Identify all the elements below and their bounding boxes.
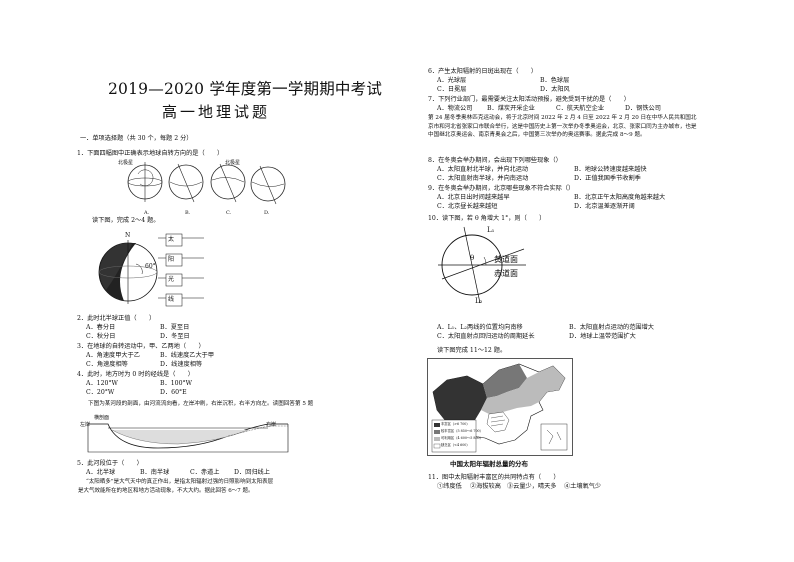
note-text-2: 是大气效能所在的地区和地方活动现象，不大大约。据此回答 6～7 题。 — [78, 488, 254, 494]
q8-option-a: A．太阳直射北半球，并向北运动 — [437, 166, 529, 173]
ray-label-yang: 阳 — [168, 256, 175, 263]
q7-option-b: B．煤炭开采企业 — [487, 105, 535, 112]
map-caption: 中国太阳年辐射总量的分布 — [450, 460, 528, 468]
label-a: A. — [144, 210, 150, 216]
q9-option-d: D．北京温差逐渐开阔 — [574, 203, 635, 210]
left-bank-label: 左岸 — [80, 422, 91, 428]
q3-option-d: D．线速度相等 — [160, 361, 203, 368]
winter-olympics-passage: 第 24 届冬季奥林匹克运动会，将于北京时间 2022 年 2 月 4 日至 2… — [428, 115, 697, 139]
label-north-star-left: 北极星 — [118, 160, 134, 166]
q2-option-c: C．秋分日 — [86, 333, 116, 340]
label-l2: L₂ — [475, 297, 483, 305]
ray-label-tai: 太 — [168, 236, 175, 243]
label-d: D. — [264, 210, 270, 216]
river-cross-section — [87, 423, 289, 453]
page-subtitle: 高一地理试题 — [162, 103, 271, 121]
legend-poor: 缺乏区（<4 600） — [441, 443, 470, 447]
q5-option-b: B．南半球 — [140, 469, 170, 476]
q2-option-d: D．冬至日 — [160, 333, 190, 340]
legend-fairly-rich: 较丰富区（5 850～6 700） — [441, 429, 483, 433]
q9-option-b: B．北京正午太阳高度角越来越大 — [574, 194, 666, 201]
intro-11-12: 读下图完成 11～12 题。 — [437, 347, 507, 354]
q5-option-c: C．赤道上 — [190, 469, 220, 476]
page-title: 2019—2020 学年度第一学期期中考试 — [108, 80, 383, 98]
cross-section-label: 横剖面 — [94, 415, 110, 421]
q2-option-a: A．春分日 — [86, 324, 116, 331]
label-60deg: 60° — [145, 263, 156, 270]
section-heading: 一．单项选择题（共 30 个，每题 2 分） — [80, 135, 193, 142]
q4-option-a: A．120°W — [86, 380, 118, 387]
q5-option-d: D．回归线上 — [234, 469, 270, 476]
ecliptic-diagram — [438, 226, 526, 304]
q3-option-a: A．角速度甲大于乙 — [86, 352, 140, 359]
label-b: B. — [185, 210, 191, 216]
q2-option-b: B．夏至日 — [160, 324, 190, 331]
intro-5: 下图为某河段的剖面，由河流流向看，左岸冲刷，右岸沉积，右半方向左。读图回答第 5… — [88, 401, 314, 407]
question-6: 6．产生太阳辐射的日斑出现在（ ） — [428, 68, 538, 75]
label-ecliptic: 黄道面 — [494, 255, 518, 264]
globe-b — [168, 163, 204, 203]
question-4: 4．此时，地方时为 0 时的经线是（ ） — [77, 371, 194, 378]
q4-option-c: C．20°W — [86, 389, 115, 396]
question-7: 7．下列行业部门，最需要关注太阳活动预报，避免受到干扰的是（ ） — [428, 96, 630, 103]
question-10: 10．读下图，若 θ 角增大 1°，则（ ） — [428, 215, 546, 222]
q6-option-c: C．日冕层 — [437, 86, 467, 93]
q11-option-3: ③云量少，晴天多 — [507, 483, 557, 490]
q9-option-c: C．北京昼长越来越短 — [437, 203, 498, 210]
q5-option-a: A．北半球 — [86, 469, 116, 476]
q7-option-c: C．航天航空企业 — [556, 105, 605, 112]
sunlight-rays — [158, 233, 204, 307]
globe-d — [250, 165, 286, 205]
q6-option-b: B．色球层 — [540, 77, 570, 84]
china-radiation-map — [427, 358, 573, 456]
q3-option-c: C．角速度相等 — [86, 361, 128, 368]
question-3: 3．在地球的自转运动中，甲、乙两地（ ） — [77, 343, 205, 350]
q10-option-b: B．太阳直射点运动的范围增大 — [569, 324, 654, 331]
ray-label-guang: 光 — [168, 276, 175, 283]
question-5: 5．此河段位于（ ） — [77, 460, 143, 467]
label-l1: L₁ — [487, 226, 495, 234]
q4-option-d: D．60°E — [160, 389, 187, 396]
q6-option-a: A．光球层 — [437, 77, 467, 84]
right-bank-label: 右岸 — [266, 422, 277, 428]
legend-rich: 丰富区（>6 700） — [441, 422, 470, 426]
q3-option-b: B．线速度乙大于甲 — [160, 352, 215, 359]
globe-a — [127, 162, 163, 202]
question-9: 9．在冬奥会举办期间，北京哪些现象不符合实际（） — [428, 185, 575, 192]
question-2: 2．此时北半球正值（ ） — [77, 315, 156, 322]
label-theta: θ — [470, 254, 475, 262]
rotation-diagrams — [127, 162, 286, 205]
q10-option-d: D．地球上温带范围扩大 — [569, 333, 636, 340]
question-8: 8．在冬奥会举办期间，会出现下列哪些现象（） — [428, 157, 562, 164]
q6-option-d: D．太阳风 — [540, 86, 570, 93]
label-c: C. — [226, 210, 232, 216]
q8-option-c: C．太阳直射南半球，并向南运动 — [437, 175, 529, 182]
question-1: 1．下面四幅图中正确表示地球自转方向的是（ ） — [77, 150, 224, 157]
q11-option-1: ①纬度低 — [437, 483, 462, 490]
q4-option-b: B．100°W — [160, 380, 192, 387]
note-text: “太阳晒多”是大气天中的真正作出，是指太阳辐射过强的日照影响到太阳表层 — [86, 479, 274, 485]
label-n: N — [125, 232, 131, 239]
q10-option-a: A．L₁、L₂两线的位置均向南移 — [437, 324, 523, 331]
q11-option-2: ②海拔较高 — [470, 483, 501, 490]
ray-label-xian: 线 — [168, 296, 175, 303]
label-north-star-right: 北极星 — [225, 160, 241, 166]
q10-option-c: C．太阳直射点回归运动的周期延长 — [437, 333, 535, 340]
globe-c — [210, 163, 246, 203]
q7-option-d: D．钢铁公司 — [625, 105, 661, 112]
label-equator: 赤道面 — [494, 269, 518, 278]
q9-option-a: A．北京日出时间越来越早 — [437, 194, 510, 201]
q11-option-4: ④土壤氧气少 — [564, 483, 602, 490]
q8-option-d: D．正值我国季节收割季 — [574, 175, 641, 182]
q8-option-b: B．地球公转速度越来越快 — [574, 166, 647, 173]
legend-usable: 可利用区（4 600～5 850） — [441, 436, 483, 440]
intro-2-4: 读下图，完成 2～4 题。 — [92, 217, 160, 224]
question-11: 11．图中太阳辐射丰富区的共同特点有（ ） — [428, 474, 560, 481]
day-night-globe — [98, 240, 158, 304]
q7-option-a: A．物流公司 — [437, 105, 473, 112]
